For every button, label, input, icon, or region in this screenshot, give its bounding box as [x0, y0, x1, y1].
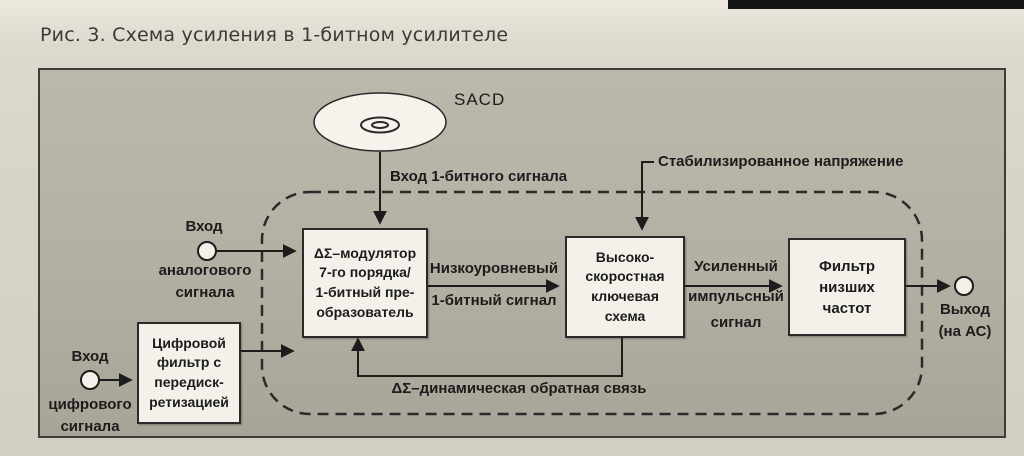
- digital-filter-box: Цифровой фильтр с передиск- ретизацией: [137, 322, 241, 424]
- amplified-signal-label: Усиленный: [694, 258, 778, 275]
- feedback-label: ΔΣ–динамическая обратная связь: [391, 380, 647, 397]
- scan-artifact-bar: [728, 0, 1024, 9]
- amplified-signal-label: сигнал: [710, 314, 762, 331]
- digital-input-label: сигнала: [60, 418, 120, 435]
- switching-box: Высоко- скоростная ключевая схема: [565, 236, 685, 338]
- digital-filter-box-line: ретизацией: [149, 393, 229, 410]
- output-label: (на АС): [938, 323, 992, 340]
- analog-input-terminal: [197, 241, 217, 261]
- output-terminal: [954, 276, 974, 296]
- analog-input-label: Вход: [185, 218, 223, 235]
- amplified-signal-label: импульсный: [688, 288, 784, 305]
- digital-input-terminal: [80, 370, 100, 390]
- sacd-input-label: Вход 1-битного сигнала: [390, 168, 568, 185]
- digital-filter-box-line: Цифровой: [152, 334, 226, 351]
- arrow-stabilized-voltage: [635, 161, 654, 231]
- digital-filter-box-line: передиск-: [154, 374, 224, 390]
- digital-input-label: Вход: [71, 348, 109, 365]
- modulator-box-line: ΔΣ–модулятор: [313, 244, 417, 261]
- switching-box-line: скоростная: [585, 268, 665, 285]
- modulator-box-line: 7-го порядка/: [319, 264, 411, 281]
- digital-filter-box-line: фильтр с: [156, 354, 222, 371]
- low-level-signal-label: Низкоуровневый: [429, 260, 559, 277]
- analog-input-label: сигнала: [175, 284, 235, 301]
- diagram-panel: ΔΣ–модулятор 7-го порядка/ 1-битный пре-…: [38, 68, 1006, 438]
- lowpass-filter-box: Фильтр низших частот: [788, 238, 906, 336]
- output-label: Выход: [939, 301, 991, 318]
- lowpass-filter-box-line: Фильтр: [819, 257, 875, 275]
- modulator-box: ΔΣ–модулятор 7-го порядка/ 1-битный пре-…: [302, 228, 428, 338]
- modulator-box-line: образователь: [316, 303, 414, 320]
- diagram-lines: [80, 92, 974, 416]
- switching-box-line: схема: [604, 307, 646, 324]
- switching-box-line: ключевая: [591, 288, 659, 304]
- figure-caption: Рис. 3. Схема усиления в 1-битном усилит…: [40, 24, 509, 46]
- analog-input-label: аналогового: [158, 262, 252, 279]
- sacd-disc-icon: [313, 92, 447, 152]
- switching-box-line: Высоко-: [595, 248, 655, 265]
- lowpass-filter-box-line: частот: [822, 299, 872, 317]
- lowpass-filter-box-line: низших: [819, 278, 875, 296]
- stabilized-voltage-label: Стабилизированное напряжение: [658, 153, 904, 170]
- dashed-boundary: [260, 190, 924, 416]
- sacd-label: SACD: [454, 90, 506, 109]
- digital-input-label: цифрового: [48, 396, 132, 413]
- modulator-box-line: 1-битный пре-: [315, 284, 415, 300]
- arrow-feedback-loop: [351, 334, 623, 377]
- low-level-signal-label: 1-битный сигнал: [431, 292, 557, 309]
